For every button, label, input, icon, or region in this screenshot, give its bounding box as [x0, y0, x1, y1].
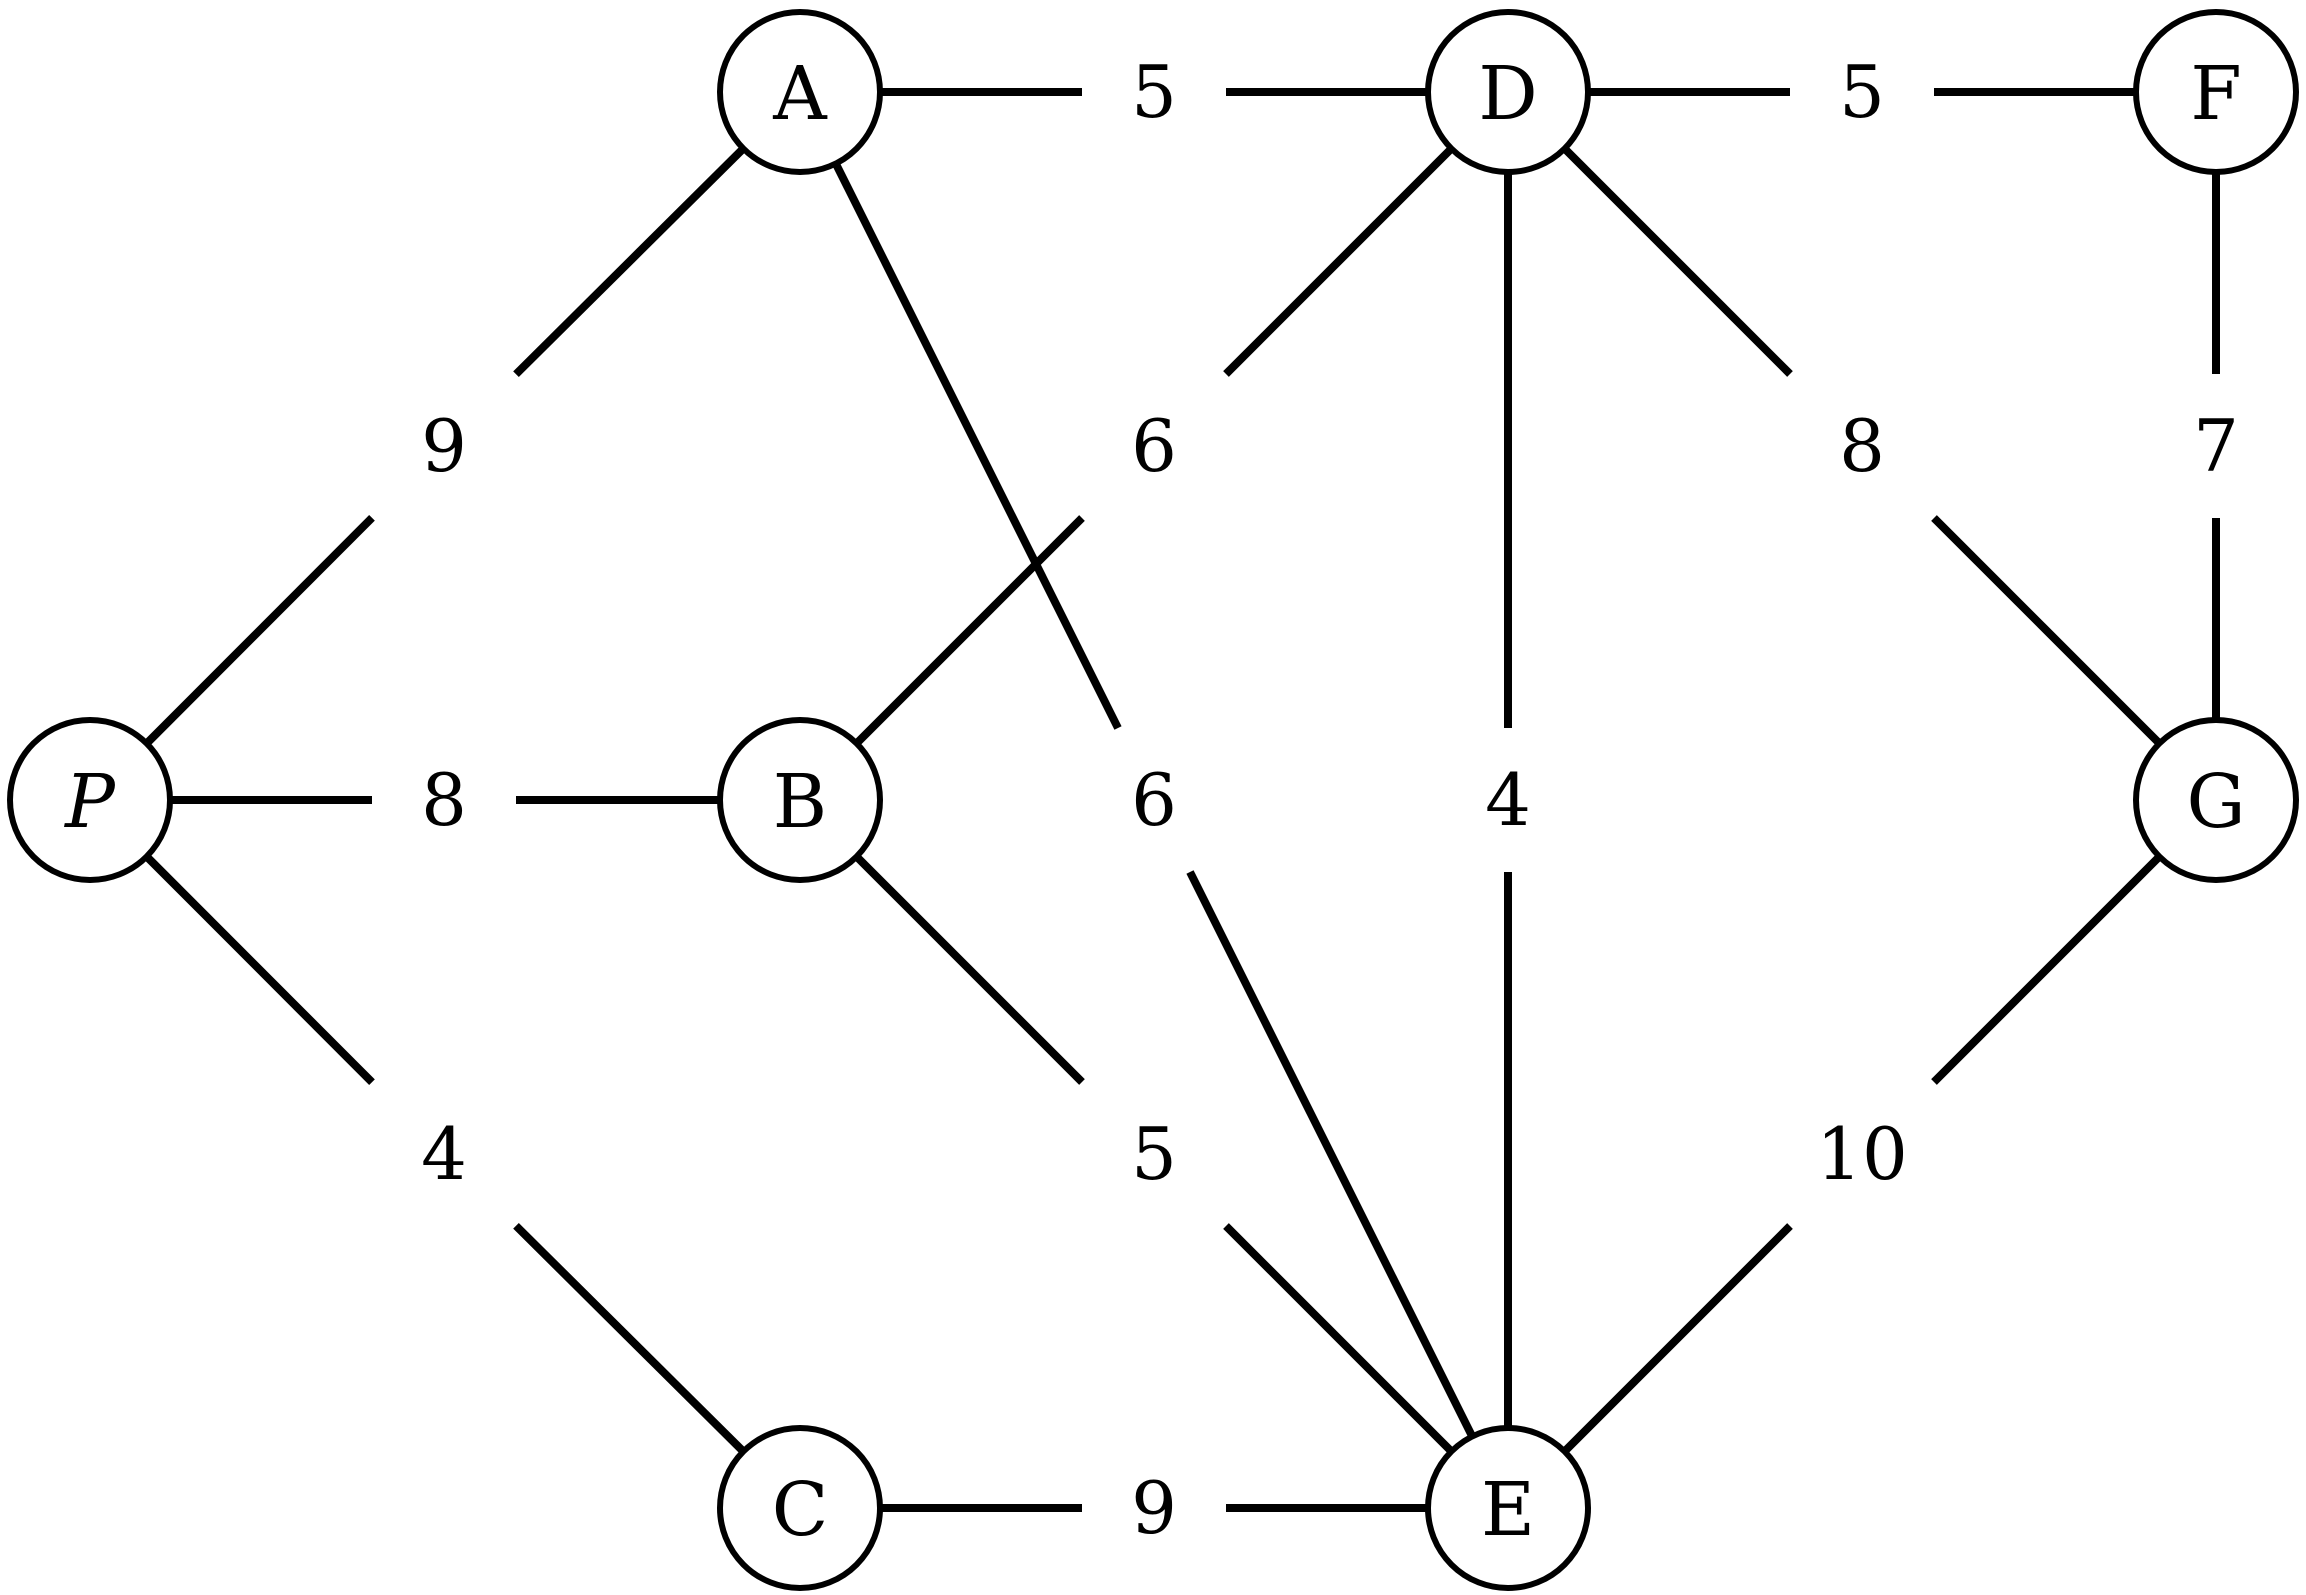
node-p-circle [7, 717, 173, 883]
node-p: P [7, 717, 173, 883]
edge-weight-p-b: 8 [421, 758, 467, 842]
edge-weight-d-f: 5 [1839, 50, 1885, 134]
node-c-circle [717, 1425, 883, 1591]
node-c: C [717, 1425, 883, 1591]
node-a-label: A [772, 51, 828, 137]
node-d-label: D [1478, 51, 1537, 137]
node-g-circle [2133, 717, 2299, 883]
edge-weight-f-g: 7 [2193, 404, 2239, 488]
edge-b-e-segment-2 [1223, 1223, 1455, 1455]
node-c-label: C [772, 1467, 829, 1553]
edge-b-d-segment-1 [853, 515, 1085, 747]
node-e-label: E [1481, 1467, 1535, 1553]
edge-p-c-segment-1 [143, 853, 375, 1086]
edge-p-a-segment-1 [143, 514, 375, 747]
edge-weight-d-g: 8 [1839, 404, 1885, 488]
node-e: E [1425, 1425, 1591, 1591]
node-g-label: G [2186, 759, 2245, 845]
edge-d-g-segment-2 [1931, 515, 2163, 747]
edge-p-c-segment-2 [513, 1222, 747, 1455]
node-a: A [717, 9, 883, 175]
weights-layer: 5 5 9 6 8 7 8 6 4 4 5 10 9 [421, 50, 2239, 1550]
edge-weight-a-d: 5 [1131, 50, 1177, 134]
edge-weight-p-a: 9 [421, 404, 467, 488]
edge-a-e-segment-2 [1186, 870, 1476, 1439]
node-b: B [717, 717, 883, 883]
node-e-circle [1425, 1425, 1591, 1591]
edge-b-d-segment-2 [1223, 145, 1455, 377]
node-g: G [2133, 717, 2299, 883]
edge-g-e-segment-1 [1931, 853, 2163, 1085]
node-d: D [1425, 9, 1591, 175]
node-b-circle [717, 717, 883, 883]
edge-weight-p-c: 4 [421, 1112, 467, 1196]
edge-b-e-segment-1 [853, 853, 1085, 1085]
edge-p-a-segment-2 [513, 145, 747, 378]
node-d-circle [1425, 9, 1591, 175]
edge-weight-b-e: 5 [1131, 1112, 1177, 1196]
node-f-label: F [2190, 51, 2241, 137]
edge-weight-b-d: 6 [1131, 404, 1177, 488]
edge-g-e-segment-2 [1561, 1223, 1793, 1455]
nodes-layer: A D F P B G C E [7, 9, 2299, 1591]
edge-weight-d-e: 4 [1485, 758, 1531, 842]
edge-weight-c-e: 9 [1131, 1466, 1177, 1550]
edge-weight-g-e: 10 [1816, 1112, 1908, 1196]
node-b-label: B [773, 759, 827, 845]
node-p-label: P [63, 759, 116, 845]
node-a-circle [717, 9, 883, 175]
edges-layer [143, 88, 2220, 1512]
edge-a-e-segment-1 [832, 161, 1122, 730]
node-f-circle [2133, 9, 2299, 175]
edge-weight-a-e: 6 [1131, 758, 1177, 842]
edge-d-g-segment-1 [1561, 145, 1793, 377]
node-f: F [2133, 9, 2299, 175]
